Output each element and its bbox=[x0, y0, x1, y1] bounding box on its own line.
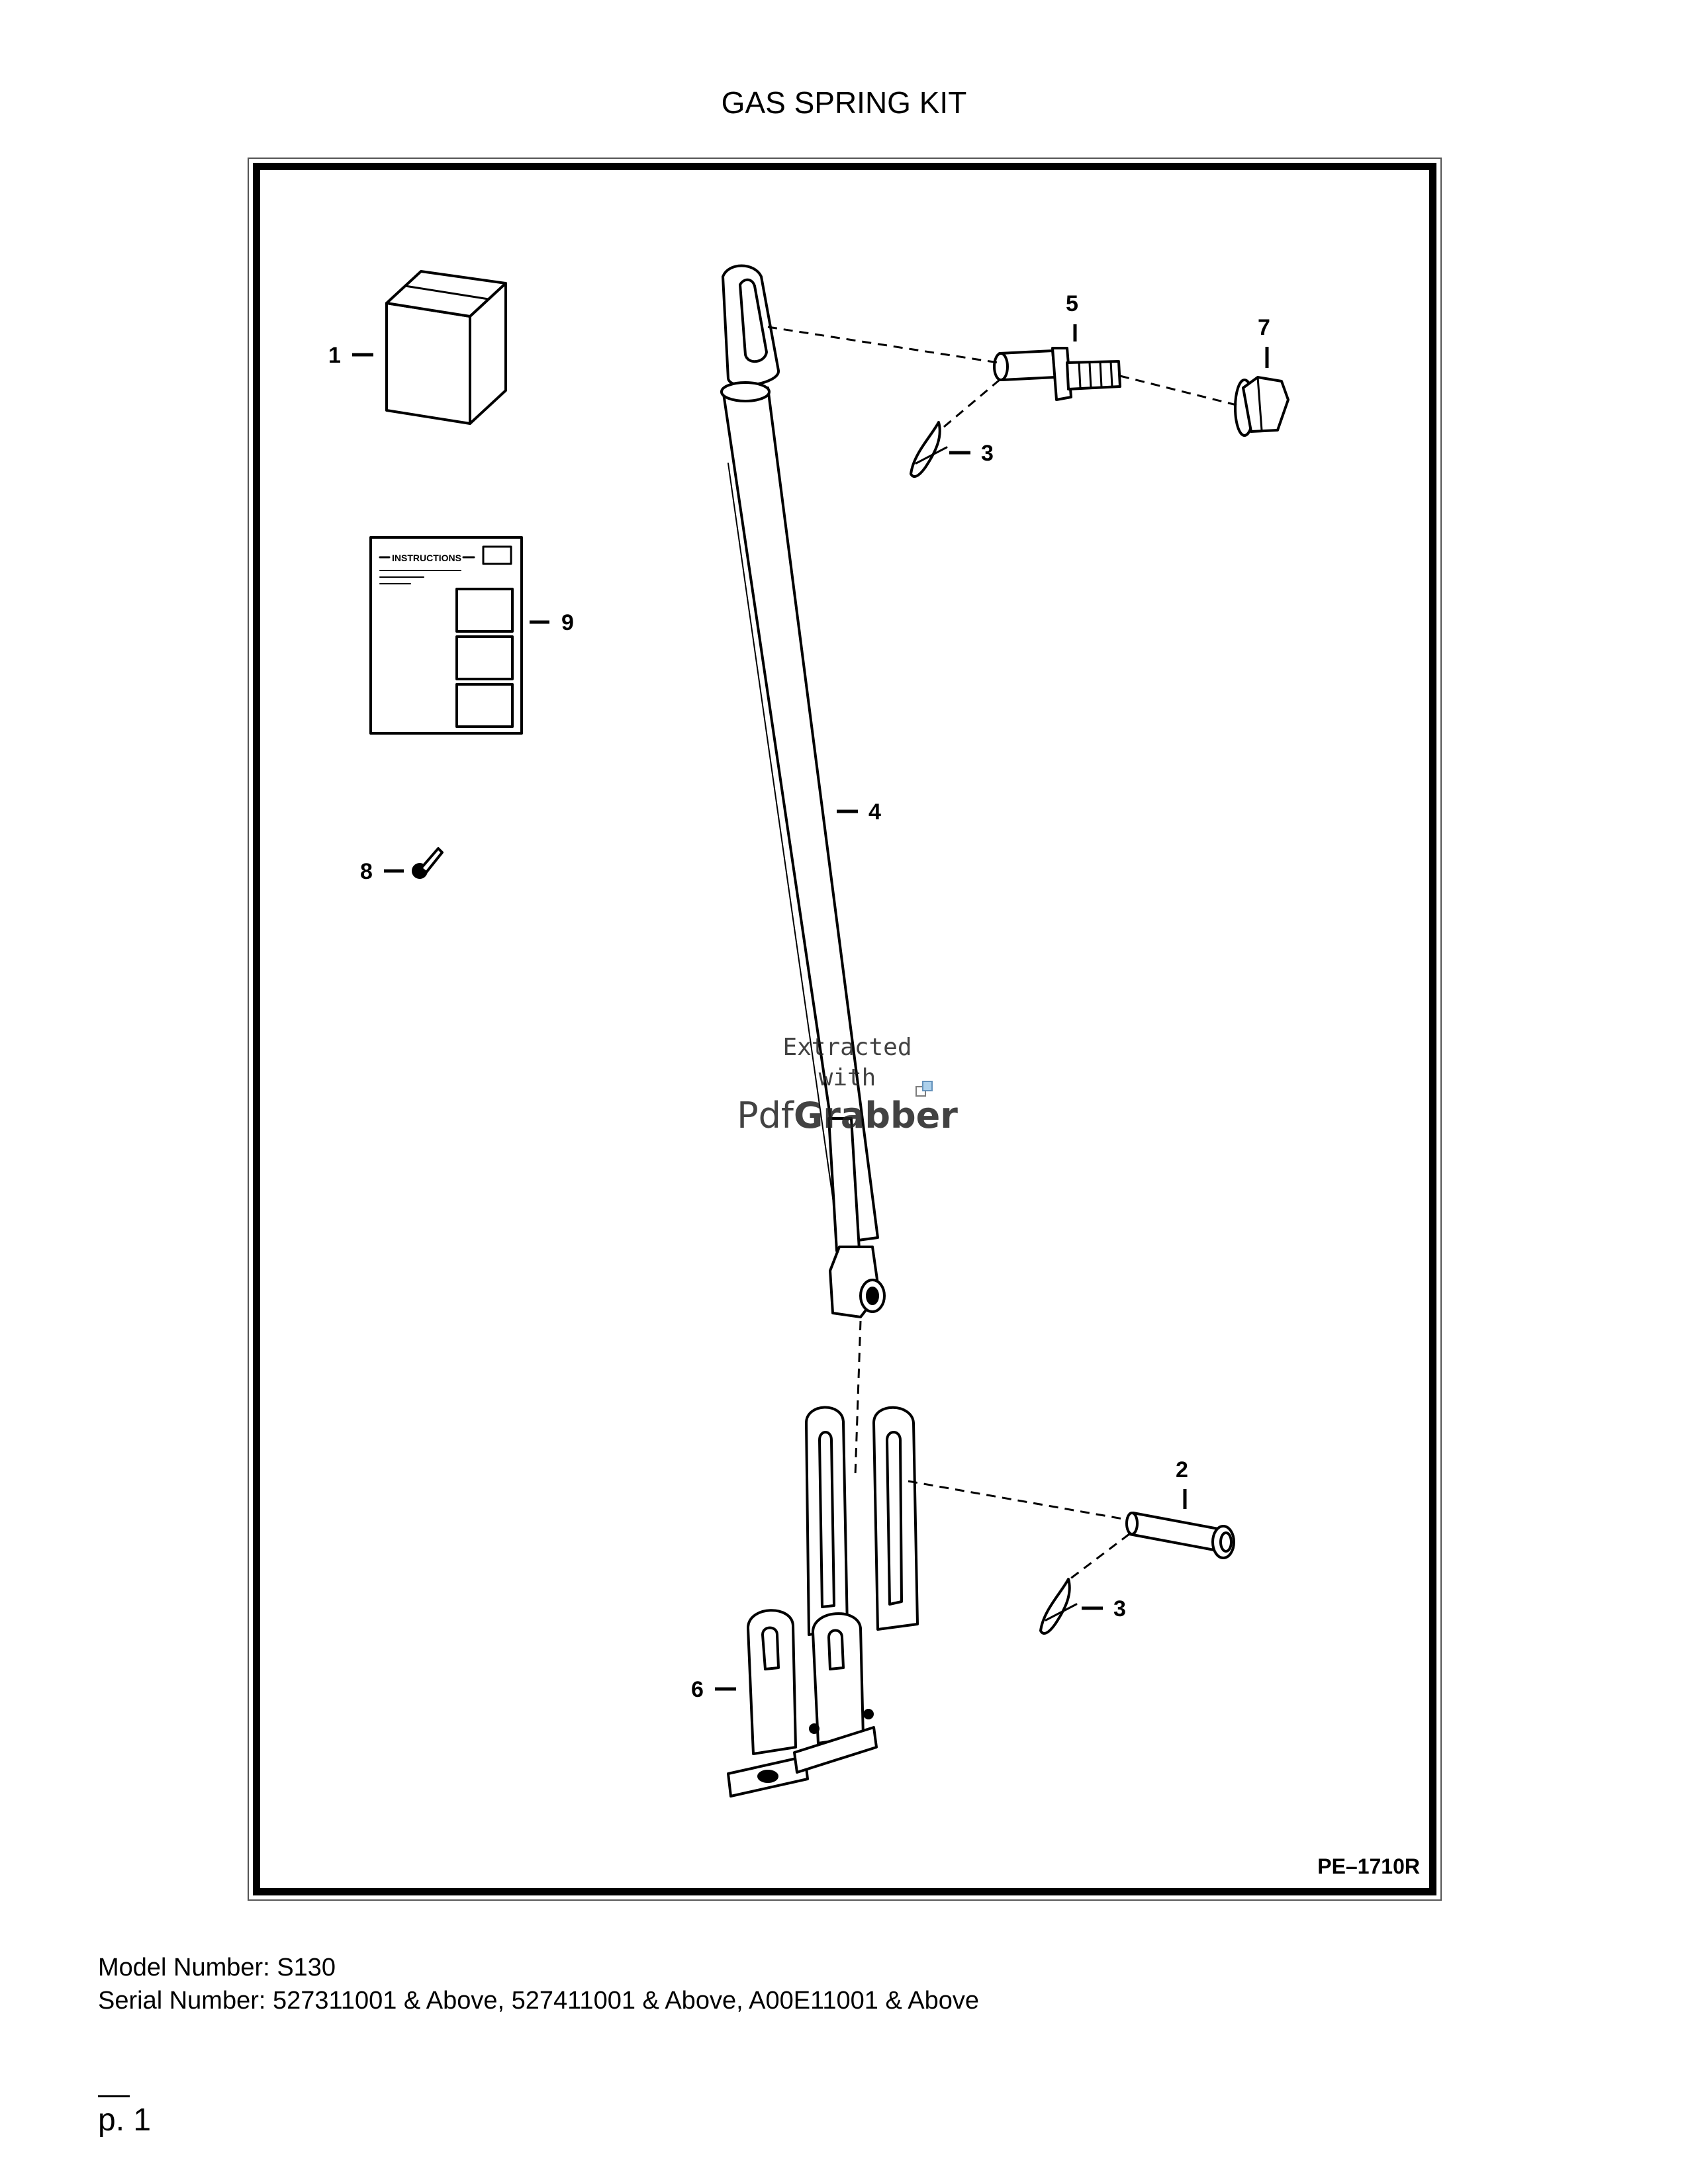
diagram-frame bbox=[253, 163, 1436, 1895]
watermark: Extracted with PdfGrabber bbox=[728, 1032, 966, 1136]
watermark-line-2: with bbox=[818, 1064, 876, 1091]
callout-5: 5 bbox=[1066, 291, 1078, 316]
callout-6: 6 bbox=[691, 1677, 704, 1702]
callout-2: 2 bbox=[1176, 1457, 1188, 1482]
watermark-brand: PdfGrabber bbox=[728, 1095, 966, 1136]
assembly-lines bbox=[767, 326, 1237, 1580]
model-number: Model Number: S130 bbox=[98, 1954, 336, 1981]
mounting-bracket-part bbox=[727, 1406, 919, 1797]
instructions-sheet-label: INSTRUCTIONS bbox=[392, 553, 461, 563]
diagram-frame-outer bbox=[248, 158, 1442, 1901]
callout-3-lower: 3 bbox=[1113, 1596, 1126, 1621]
clevis-pin-part bbox=[1125, 1512, 1235, 1559]
screw-part bbox=[412, 847, 444, 879]
serial-number: Serial Number: 527311001 & Above, 527411… bbox=[98, 1987, 980, 2015]
callout-7: 7 bbox=[1258, 315, 1270, 340]
copy-icon bbox=[915, 1081, 933, 1097]
box-part bbox=[385, 270, 507, 425]
watermark-brand-light: Pdf bbox=[737, 1095, 794, 1136]
page-number-rule bbox=[98, 2095, 130, 2097]
watermark-brand-bold: Grabber bbox=[793, 1095, 958, 1136]
callout-4: 4 bbox=[868, 799, 881, 825]
callout-9: 9 bbox=[561, 610, 574, 635]
callout-1: 1 bbox=[328, 343, 341, 368]
watermark-line-1: Extracted bbox=[782, 1034, 912, 1061]
page-title: GAS SPRING KIT bbox=[721, 85, 967, 120]
drawing-code: PE–1710R bbox=[1317, 1854, 1420, 1878]
pin-part bbox=[993, 347, 1121, 401]
callout-labels: 1 5 7 3 9 4 8 2 3 6 bbox=[328, 291, 1270, 1702]
gas-spring-part bbox=[720, 264, 886, 1318]
hairpin-clip-upper bbox=[910, 421, 948, 478]
instructions-sheet bbox=[369, 536, 523, 735]
nut-part bbox=[1234, 376, 1289, 437]
page-number: p. 1 bbox=[98, 2103, 152, 2138]
hairpin-clip-lower bbox=[1039, 1578, 1078, 1635]
callout-8: 8 bbox=[360, 859, 373, 884]
leader-lines bbox=[352, 324, 1269, 1691]
callout-3-upper: 3 bbox=[981, 441, 994, 466]
